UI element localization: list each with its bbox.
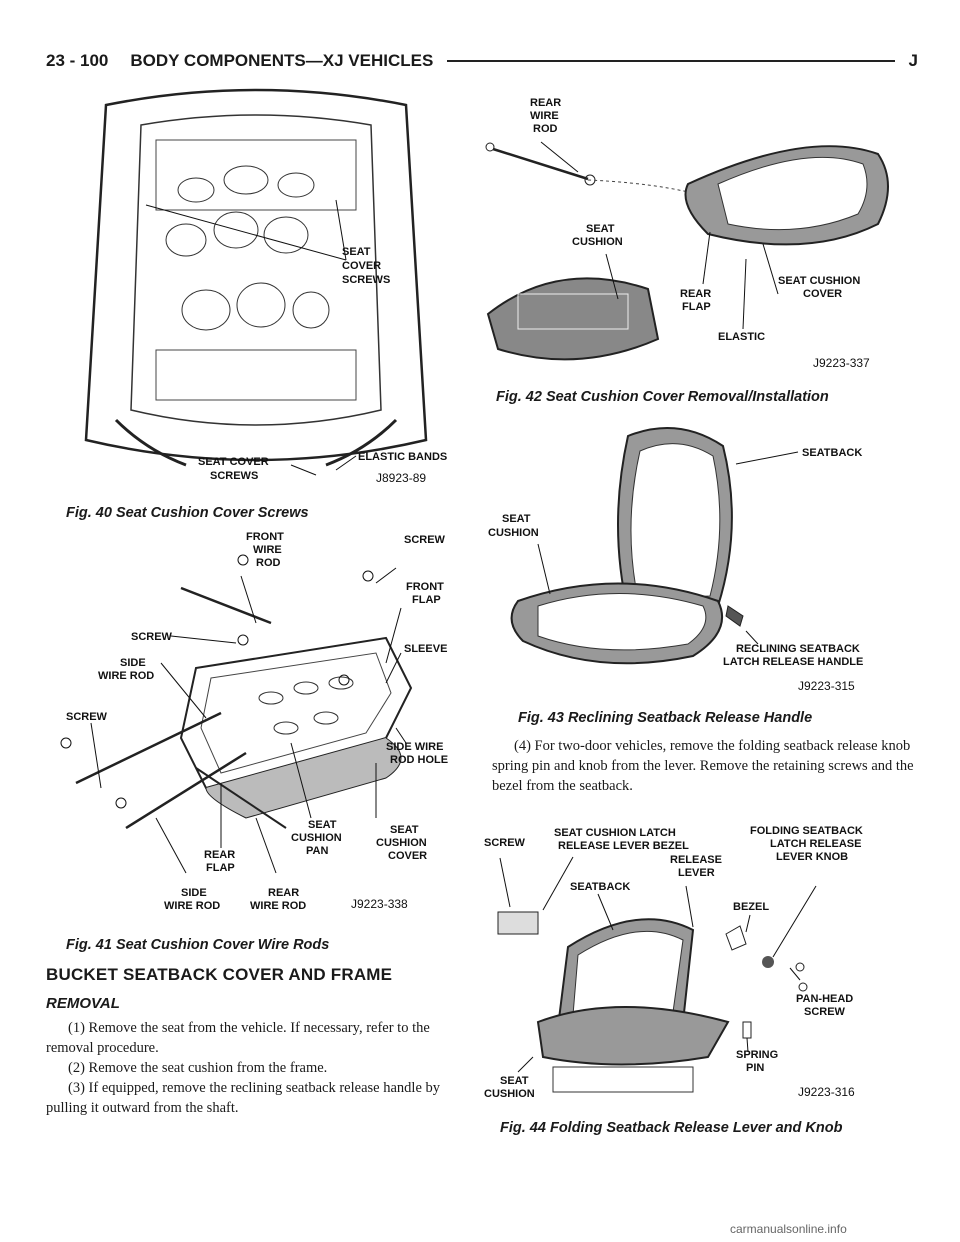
paragraph-2: (2) Remove the seat cushion from the fra… xyxy=(68,1060,328,1076)
label-seat-cushion-pan-3: PAN xyxy=(306,845,328,857)
footer-watermark: carmanualsonline.info xyxy=(730,1222,847,1236)
paragraph-4: (4) For two-door vehicles, remove the fo… xyxy=(492,738,914,794)
label-front-flap-1: FRONT xyxy=(406,581,444,593)
fig43-label-handle-2: LATCH RELEASE HANDLE xyxy=(723,656,863,668)
label-seat-cushion-cover-2: CUSHION xyxy=(376,837,427,849)
fig44-label-spring-pin-1: SPRING xyxy=(736,1049,778,1061)
fig44-label-seat-cushion-2: CUSHION xyxy=(484,1088,535,1100)
page-number: 23 - 100 xyxy=(46,51,109,70)
fig42-label-seat-cushion-1: SEAT xyxy=(586,223,615,235)
fig43-caption: Fig. 43 Reclining Seatback Release Handl… xyxy=(518,710,813,726)
label-rear-wire-rod-1: REAR xyxy=(268,887,299,899)
fig44-illustration: SCREW SEAT CUSHION LATCH RELEASE LEVER B… xyxy=(478,822,918,1112)
label-bottom-screws-2: SCREWS xyxy=(210,470,258,482)
fig42-code: J9223-337 xyxy=(813,356,870,370)
fig41-caption: Fig. 41 Seat Cushion Cover Wire Rods xyxy=(66,937,330,953)
fig42-illustration: REAR WIRE ROD SEAT CUSHION REAR FLAP SEA… xyxy=(478,84,918,384)
fig41-code: J9223-338 xyxy=(351,897,408,911)
paragraph-3: (3) If equipped, remove the reclining se… xyxy=(46,1080,441,1116)
label-side-wire-rod-2: WIRE ROD xyxy=(98,670,154,682)
fig40-caption: Fig. 40 Seat Cushion Cover Screws xyxy=(66,505,309,521)
header-rule xyxy=(447,60,895,62)
fig42-label-rear-wire-rod-3: ROD xyxy=(533,123,558,135)
label-seat-cover-screws-3: SCREWS xyxy=(342,274,390,286)
label-rear-flap-1: REAR xyxy=(204,849,235,861)
fig42-label-rear-flap-1: REAR xyxy=(680,288,711,300)
fig40-code: J8923-89 xyxy=(376,471,426,485)
paragraph-1: (1) Remove the seat from the vehicle. If… xyxy=(46,1020,430,1056)
page-header: 23 - 100 BODY COMPONENTS—XJ VEHICLES J xyxy=(46,48,918,74)
fig43-label-seatback: SEATBACK xyxy=(802,447,862,459)
fig43-label-seat-cushion-1: SEAT xyxy=(502,513,531,525)
fig40-illustration: SEAT COVER SCREWS SEAT COVER SCREWS ELAS… xyxy=(46,80,466,498)
fig42-caption: Fig. 42 Seat Cushion Cover Removal/Insta… xyxy=(496,389,829,405)
fig44-label-pan-head-1: PAN-HEAD xyxy=(796,993,853,1005)
fig44-label-knob-3: LEVER KNOB xyxy=(776,851,848,863)
label-front-wire-rod-3: ROD xyxy=(256,557,281,569)
fig44-code: J9223-316 xyxy=(798,1085,855,1099)
label-side-wire-rod-hole-2: ROD HOLE xyxy=(390,754,448,766)
label-sleeve: SLEEVE xyxy=(404,643,447,655)
fig42-label-rear-flap-2: FLAP xyxy=(682,301,711,313)
fig44-label-screw: SCREW xyxy=(484,837,526,849)
fig44-label-seat-cushion-1: SEAT xyxy=(500,1075,529,1087)
label-rear-wire-rod-2: WIRE ROD xyxy=(250,900,306,912)
label-seat-cushion-pan-2: CUSHION xyxy=(291,832,342,844)
fig44-label-pan-head-2: SCREW xyxy=(804,1006,846,1018)
label-seat-cover-screws-1: SEAT xyxy=(342,246,371,258)
fig44-label-bezel-latch-2: RELEASE LEVER BEZEL xyxy=(558,840,689,852)
fig43-label-handle-1: RECLINING SEATBACK xyxy=(736,643,860,655)
fig41-illustration: FRONT WIRE ROD SCREW FRONT FLAP SCREW SL… xyxy=(46,528,466,933)
fig42-label-seat-cushion-2: CUSHION xyxy=(572,236,623,248)
label-side-wire-rod-bottom-1: SIDE xyxy=(181,887,207,899)
fig44-label-release-lever-1: RELEASE xyxy=(670,854,722,866)
label-side-wire-rod-hole-1: SIDE WIRE xyxy=(386,741,443,753)
label-side-wire-rod-bottom-2: WIRE ROD xyxy=(164,900,220,912)
label-rear-flap-2: FLAP xyxy=(206,862,235,874)
fig42-label-elastic: ELASTIC xyxy=(718,331,765,343)
fig44-label-spring-pin-2: PIN xyxy=(746,1062,764,1074)
subsection-title: REMOVAL xyxy=(46,995,120,1012)
label-seat-cover-screws-2: COVER xyxy=(342,260,381,272)
fig43-label-seat-cushion-2: CUSHION xyxy=(488,527,539,539)
label-front-wire-rod-1: FRONT xyxy=(246,531,284,543)
label-screw-top: SCREW xyxy=(404,534,446,546)
fig44-label-bezel-latch-1: SEAT CUSHION LATCH xyxy=(554,827,676,839)
label-seat-cushion-cover-1: SEAT xyxy=(390,824,419,836)
label-seat-cushion-cover-3: COVER xyxy=(388,850,427,862)
label-screw-mid: SCREW xyxy=(131,631,173,643)
label-bottom-screws-1: SEAT COVER xyxy=(198,456,269,468)
fig44-label-seatback: SEATBACK xyxy=(570,881,630,893)
fig44-caption: Fig. 44 Folding Seatback Release Lever a… xyxy=(500,1120,843,1136)
header-title: BODY COMPONENTS—XJ VEHICLES xyxy=(130,51,434,70)
label-screw-left: SCREW xyxy=(66,711,108,723)
fig42-label-rear-wire-rod-2: WIRE xyxy=(530,110,559,122)
label-front-wire-rod-2: WIRE xyxy=(253,544,282,556)
fig42-label-rear-wire-rod-1: REAR xyxy=(530,97,561,109)
fig44-label-knob-1: FOLDING SEATBACK xyxy=(750,825,863,837)
label-side-wire-rod-1: SIDE xyxy=(120,657,146,669)
vehicle-code: J xyxy=(908,51,918,70)
fig43-code: J9223-315 xyxy=(798,679,855,693)
fig42-label-seat-cushion-cover-2: COVER xyxy=(803,288,842,300)
fig44-label-knob-2: LATCH RELEASE xyxy=(770,838,861,850)
label-front-flap-2: FLAP xyxy=(412,594,441,606)
section-title: BUCKET SEATBACK COVER AND FRAME xyxy=(46,965,393,984)
fig44-label-bezel: BEZEL xyxy=(733,901,769,913)
label-elastic-bands: ELASTIC BANDS xyxy=(358,451,447,463)
fig42-label-seat-cushion-cover-1: SEAT CUSHION xyxy=(778,275,860,287)
fig44-label-release-lever-2: LEVER xyxy=(678,867,715,879)
label-seat-cushion-pan-1: SEAT xyxy=(308,819,337,831)
fig43-illustration: SEATBACK SEAT CUSHION RECLINING SEATBACK… xyxy=(478,416,918,698)
